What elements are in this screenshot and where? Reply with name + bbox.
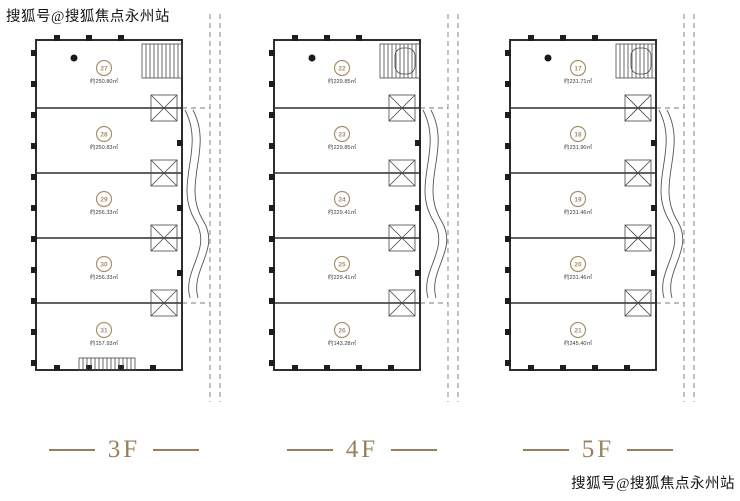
svg-text:23: 23 bbox=[338, 132, 346, 139]
label-rule-left bbox=[48, 449, 95, 451]
staircase bbox=[615, 43, 657, 79]
room-label: 20 约231.46㎡ bbox=[564, 255, 593, 281]
floor-plan-5f: 17 约231.71㎡ 18 约231.90㎡ 19 约231.46㎡ 20 约… bbox=[498, 12, 698, 404]
svg-text:约143.28㎡: 约143.28㎡ bbox=[328, 339, 357, 347]
svg-text:约231.90㎡: 约231.90㎡ bbox=[564, 143, 593, 151]
building-structure bbox=[269, 14, 459, 402]
elevator-shafts bbox=[150, 94, 178, 317]
building-structure bbox=[31, 14, 221, 402]
svg-text:约250.83㎡: 约250.83㎡ bbox=[90, 143, 119, 151]
svg-text:约231.71㎡: 约231.71㎡ bbox=[564, 77, 593, 85]
svg-text:约157.93㎡: 约157.93㎡ bbox=[90, 339, 119, 347]
room-label: 24 约229.41㎡ bbox=[328, 190, 357, 216]
svg-text:26: 26 bbox=[338, 328, 346, 335]
svg-text:17: 17 bbox=[574, 66, 582, 73]
room-label: 26 约143.28㎡ bbox=[328, 321, 357, 347]
svg-text:约231.46㎡: 约231.46㎡ bbox=[564, 208, 593, 216]
floor-plan-4f-drawing: 22 约229.85㎡ 23 约229.85㎡ 24 约229.41㎡ 25 约… bbox=[269, 14, 459, 402]
watermark-bottom-right: 搜狐号@搜狐焦点永州站 bbox=[571, 476, 735, 492]
svg-text:约245.40㎡: 约245.40㎡ bbox=[564, 339, 593, 347]
column-dot bbox=[70, 54, 78, 62]
label-rule-right bbox=[153, 449, 200, 451]
svg-text:29: 29 bbox=[100, 197, 108, 204]
label-rule-left bbox=[522, 449, 569, 451]
room-label: 27 约250.80㎡ bbox=[90, 59, 119, 85]
floor-label-text: 5F bbox=[581, 436, 615, 463]
room-label: 21 约245.40㎡ bbox=[564, 321, 593, 347]
escalator-curve bbox=[658, 109, 684, 299]
svg-text:20: 20 bbox=[574, 262, 582, 269]
floor-label-5f: 5F bbox=[498, 436, 698, 464]
svg-text:24: 24 bbox=[338, 197, 346, 204]
floor-label-4f: 4F bbox=[262, 436, 462, 464]
svg-text:约229.85㎡: 约229.85㎡ bbox=[328, 77, 357, 85]
room-label: 18 约231.90㎡ bbox=[564, 125, 593, 151]
svg-text:约229.41㎡: 约229.41㎡ bbox=[328, 273, 357, 281]
floor-plan-4f: 22 约229.85㎡ 23 约229.85㎡ 24 约229.41㎡ 25 约… bbox=[262, 12, 462, 404]
elevator-shafts bbox=[624, 94, 652, 317]
room-labels: 17 约231.71㎡ 18 约231.90㎡ 19 约231.46㎡ 20 约… bbox=[564, 59, 593, 347]
floor-label-text: 3F bbox=[107, 436, 141, 463]
svg-text:19: 19 bbox=[574, 197, 582, 204]
room-label: 29 约256.33㎡ bbox=[90, 190, 119, 216]
room-label: 25 约229.41㎡ bbox=[328, 255, 357, 281]
room-labels: 27 约250.80㎡ 28 约250.83㎡ 29 约256.33㎡ 30 约… bbox=[90, 59, 119, 347]
room-labels: 22 约229.85㎡ 23 约229.85㎡ 24 约229.41㎡ 25 约… bbox=[328, 59, 357, 347]
bottom-escalator bbox=[78, 357, 136, 371]
label-rule-left bbox=[286, 449, 333, 451]
elevator-shafts bbox=[388, 94, 416, 317]
floor-label-text: 4F bbox=[345, 436, 379, 463]
svg-text:约250.80㎡: 约250.80㎡ bbox=[90, 77, 119, 85]
room-label: 28 约250.83㎡ bbox=[90, 125, 119, 151]
floor-label-3f: 3F bbox=[24, 436, 224, 464]
floor-plan-5f-drawing: 17 约231.71㎡ 18 约231.90㎡ 19 约231.46㎡ 20 约… bbox=[505, 14, 695, 402]
label-rule-right bbox=[391, 449, 438, 451]
svg-text:约229.85㎡: 约229.85㎡ bbox=[328, 143, 357, 151]
staircase bbox=[141, 43, 183, 79]
room-label: 30 约256.33㎡ bbox=[90, 255, 119, 281]
escalator-curve bbox=[422, 109, 448, 299]
tub-shape bbox=[630, 47, 652, 75]
svg-text:约256.33㎡: 约256.33㎡ bbox=[90, 273, 119, 281]
svg-text:约256.33㎡: 约256.33㎡ bbox=[90, 208, 119, 216]
svg-text:18: 18 bbox=[574, 132, 582, 139]
svg-text:25: 25 bbox=[338, 262, 346, 269]
room-label: 31 约157.93㎡ bbox=[90, 321, 119, 347]
svg-text:约231.46㎡: 约231.46㎡ bbox=[564, 273, 593, 281]
room-label: 22 约229.85㎡ bbox=[328, 59, 357, 85]
room-label: 23 约229.85㎡ bbox=[328, 125, 357, 151]
svg-text:21: 21 bbox=[574, 328, 582, 335]
svg-text:31: 31 bbox=[100, 328, 108, 335]
room-label: 17 约231.71㎡ bbox=[564, 59, 593, 85]
watermark-top-left: 搜狐号@搜狐焦点永州站 bbox=[6, 9, 170, 25]
svg-text:22: 22 bbox=[338, 66, 346, 73]
svg-text:30: 30 bbox=[100, 262, 108, 269]
room-label: 19 约231.46㎡ bbox=[564, 190, 593, 216]
tub-shape bbox=[394, 47, 416, 75]
staircase bbox=[379, 43, 421, 79]
column-dot bbox=[544, 54, 552, 62]
svg-text:27: 27 bbox=[100, 66, 108, 73]
building-structure bbox=[505, 14, 695, 402]
svg-text:28: 28 bbox=[100, 132, 108, 139]
svg-text:约229.41㎡: 约229.41㎡ bbox=[328, 208, 357, 216]
label-rule-right bbox=[627, 449, 674, 451]
floor-plan-3f-drawing: 27 约250.80㎡ 28 约250.83㎡ 29 约256.33㎡ 30 约… bbox=[31, 14, 221, 402]
column-dot bbox=[308, 54, 316, 62]
escalator-curve bbox=[184, 109, 210, 299]
floor-plan-3f: 27 约250.80㎡ 28 约250.83㎡ 29 约256.33㎡ 30 约… bbox=[24, 12, 224, 404]
